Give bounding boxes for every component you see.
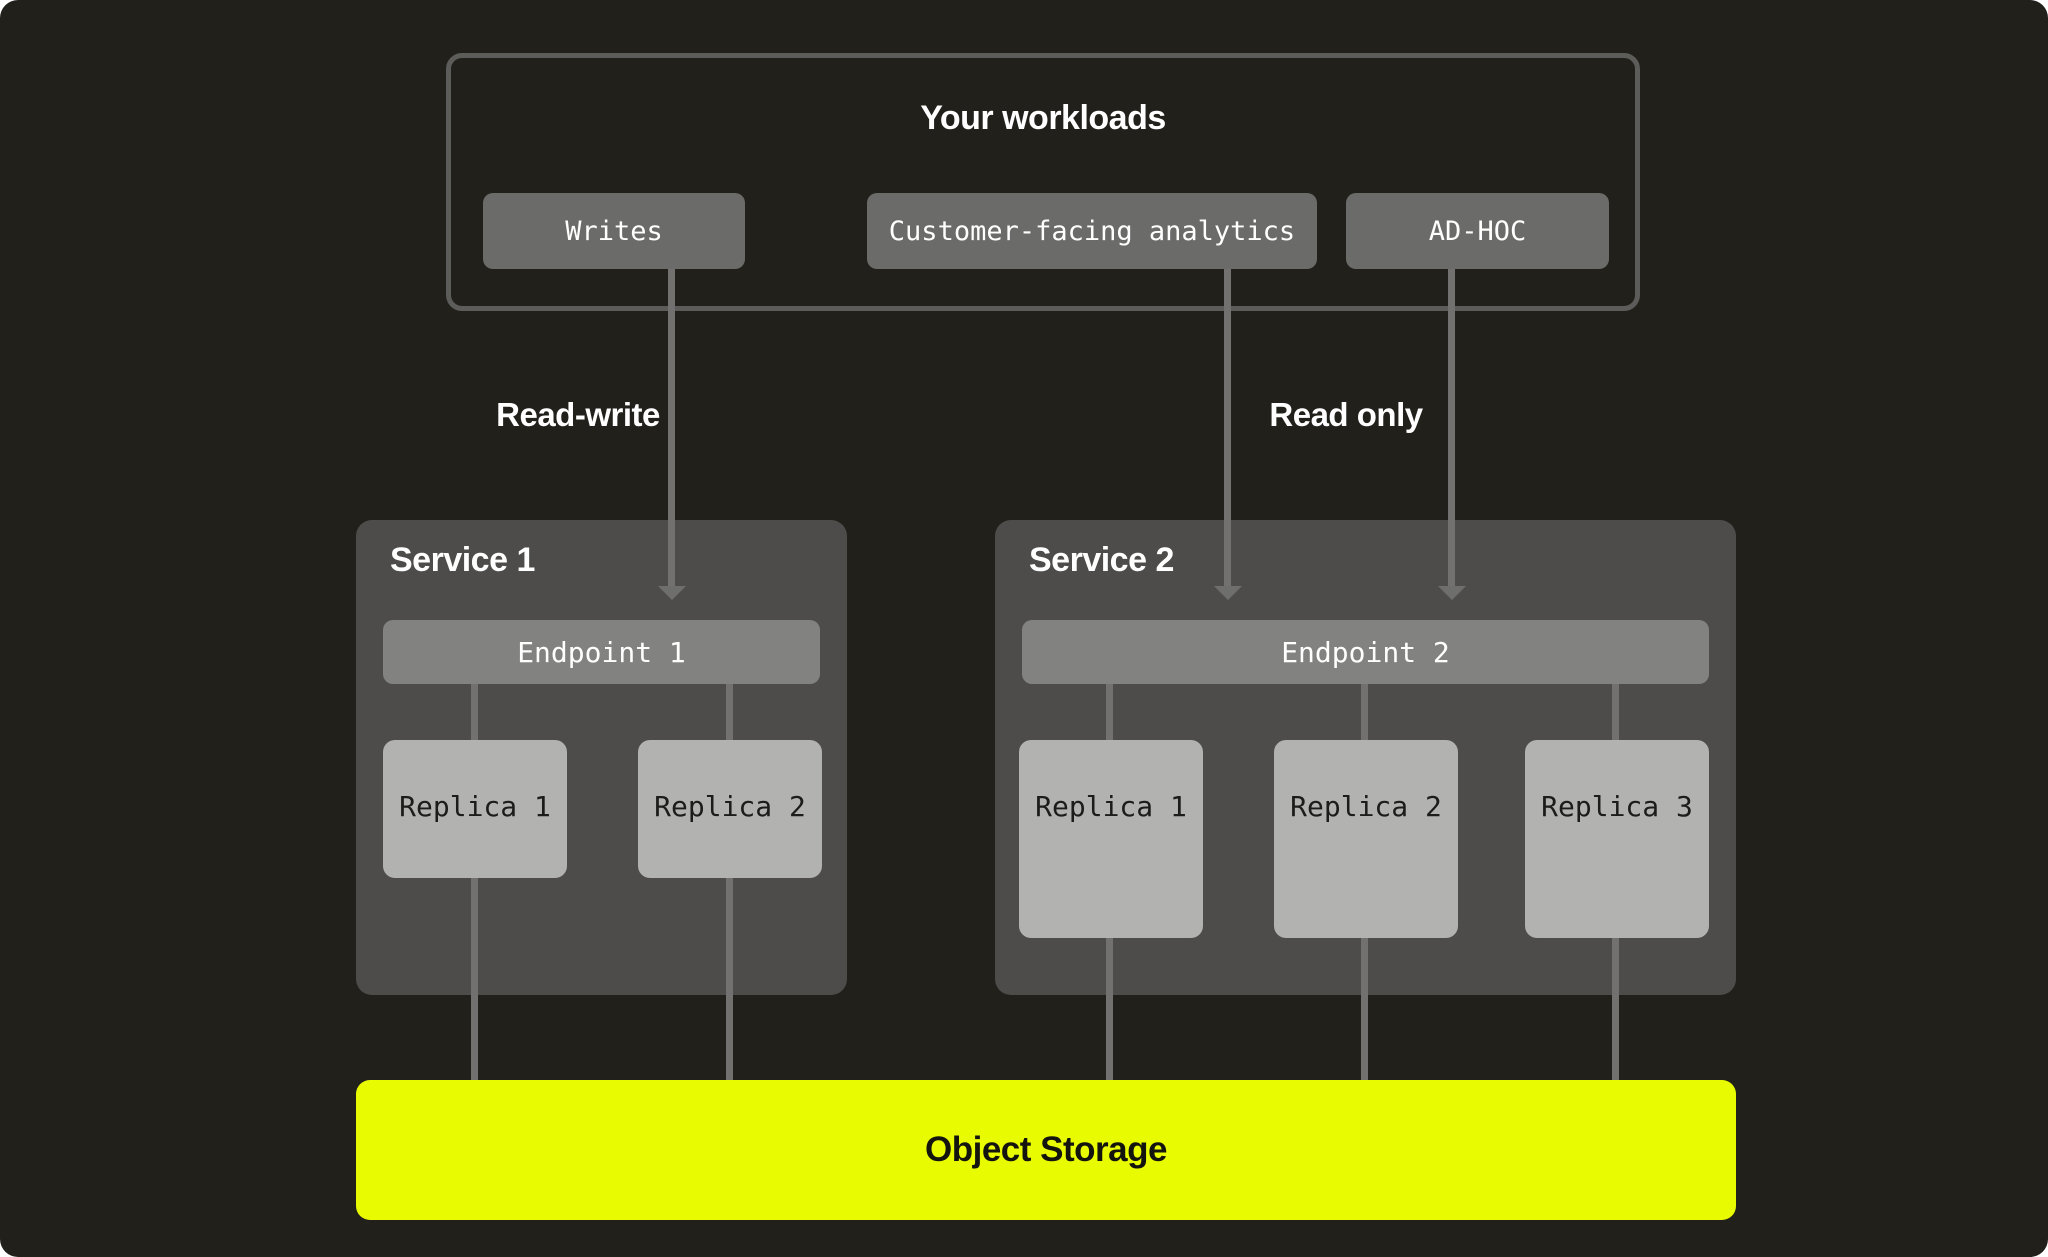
endpoint-label: Endpoint 2: [1281, 635, 1450, 669]
arrowhead-icon: [658, 586, 686, 600]
edge-replica2-storage: [726, 878, 733, 1080]
arrowhead-icon: [1438, 586, 1466, 600]
service2-replica-3: Replica 3: [1525, 740, 1709, 938]
workload-node-label: Customer-facing analytics: [888, 215, 1296, 247]
service2-replica-2: Replica 2: [1274, 740, 1458, 938]
edge-label-read-only: Read only: [1269, 396, 1423, 433]
edge-adhoc-to-endpoint2: [1448, 269, 1455, 586]
edge-endpoint1-replica1: [471, 684, 478, 740]
endpoint-label: Endpoint 1: [517, 635, 686, 669]
object-storage: Object Storage: [356, 1080, 1736, 1220]
edge-s2replica3-storage: [1612, 938, 1619, 1080]
edge-label-read-write: Read-write: [496, 396, 660, 433]
workload-node-label: AD-HOC: [1428, 215, 1527, 247]
workloads-title: Your workloads: [920, 99, 1166, 137]
edge-endpoint2-replica1: [1106, 684, 1113, 740]
service-2-title: Service 2: [1029, 541, 1174, 579]
edge-s2replica2-storage: [1361, 938, 1368, 1080]
edge-analytics-to-endpoint2: [1224, 269, 1231, 586]
service1-replica-1: Replica 1: [383, 740, 567, 878]
arrowhead-icon: [1214, 586, 1242, 600]
edge-endpoint2-replica3: [1612, 684, 1619, 740]
workload-node-writes: Writes: [483, 193, 745, 269]
edge-endpoint1-replica2: [726, 684, 733, 740]
service2-replica-1: Replica 1: [1019, 740, 1203, 938]
workload-node-customer-facing-analytics: Customer-facing analytics: [867, 193, 1317, 269]
edge-s2replica1-storage: [1106, 938, 1113, 1080]
service1-replica-2: Replica 2: [638, 740, 822, 878]
edge-replica1-storage: [471, 878, 478, 1080]
service-1-title: Service 1: [390, 541, 535, 579]
edge-endpoint2-replica2: [1361, 684, 1368, 740]
edge-writes-to-endpoint1: [668, 269, 675, 586]
workloads-group-box: [446, 53, 1640, 311]
endpoint-2-node: Endpoint 2: [1022, 620, 1709, 684]
object-storage-label: Object Storage: [925, 1130, 1167, 1169]
endpoint-1-node: Endpoint 1: [383, 620, 820, 684]
workload-node-label: Writes: [565, 215, 663, 247]
workload-node-ad-hoc: AD-HOC: [1346, 193, 1609, 269]
